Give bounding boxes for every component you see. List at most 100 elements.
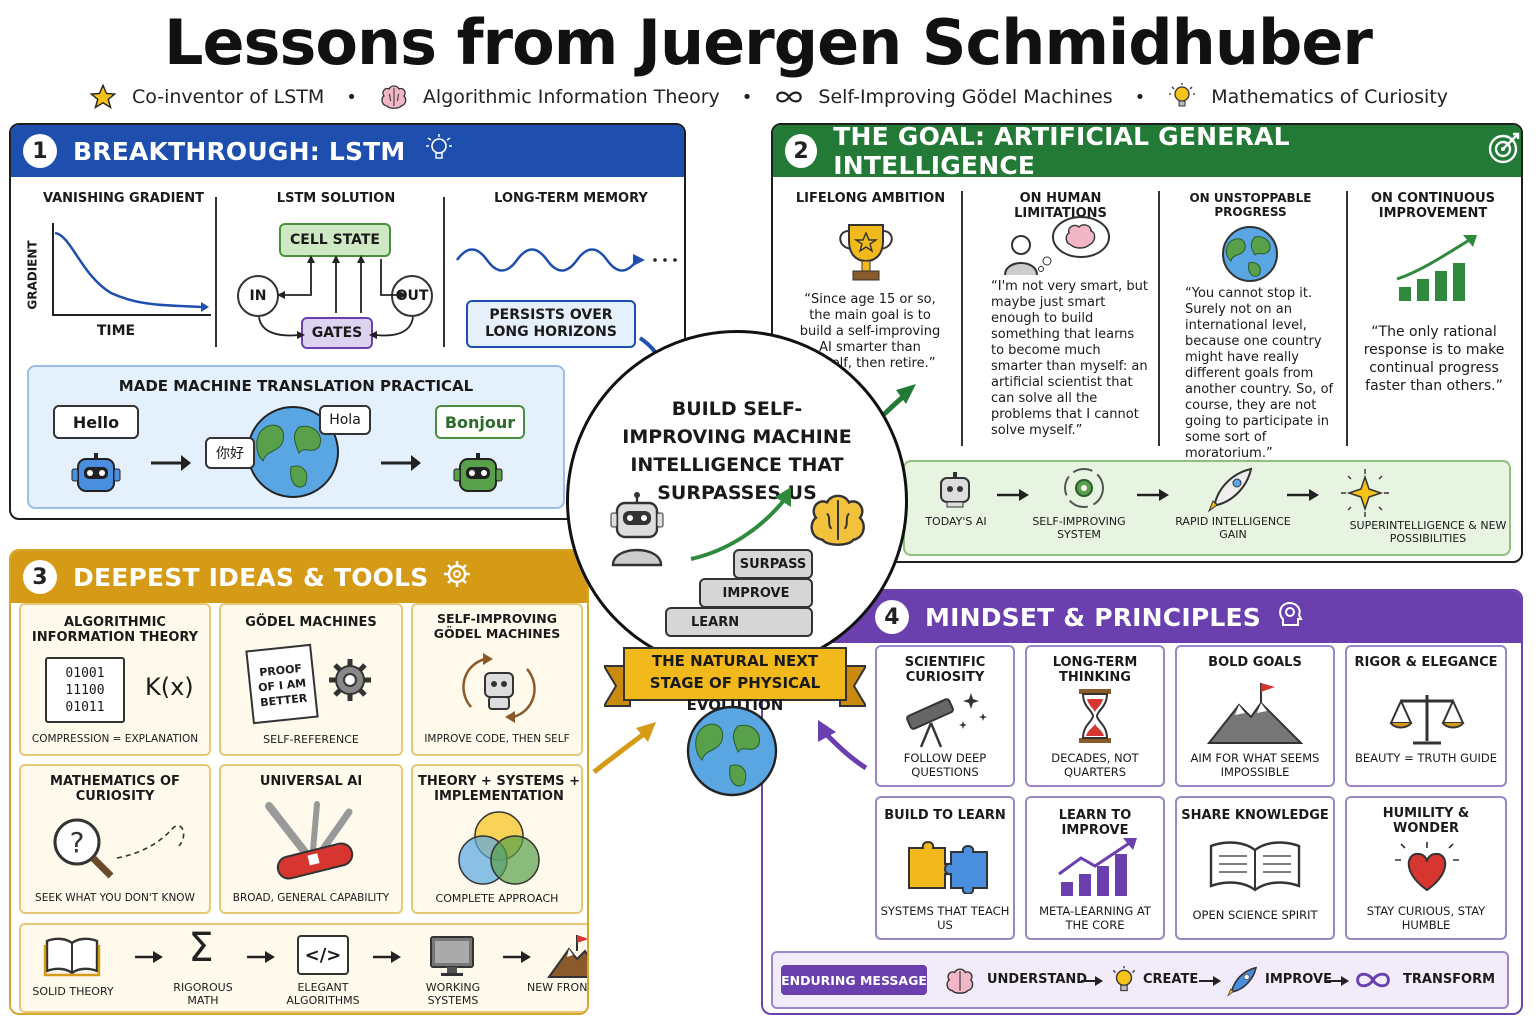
card-title: THEORY + SYSTEMS + IMPLEMENTATION bbox=[418, 774, 580, 804]
card-title: BUILD TO LEARN bbox=[884, 808, 1006, 823]
translation-title: MADE MACHINE TRANSLATION PRACTICAL bbox=[118, 377, 474, 395]
enduring-step: IMPROVE bbox=[1265, 972, 1332, 987]
robot-icon bbox=[451, 451, 505, 503]
persists-box: PERSISTS OVER LONG HORIZONS bbox=[466, 300, 636, 348]
card-title: SELF-IMPROVING GÖDEL MACHINES bbox=[433, 611, 561, 641]
heart-icon bbox=[1387, 840, 1467, 900]
svg-text:?: ? bbox=[70, 826, 85, 859]
infinity-icon bbox=[1353, 969, 1393, 995]
vanishing-gradient-chart bbox=[52, 223, 211, 316]
card-title: HUMILITY & WONDER bbox=[1382, 806, 1470, 836]
flow-step: SELF-IMPROVING SYSTEM bbox=[1032, 515, 1126, 541]
col-quote: “The only rational response is to make c… bbox=[1363, 324, 1505, 394]
card-caption: COMPRESSION = EXPLANATION bbox=[31, 733, 199, 745]
step-surpass: SURPASS bbox=[733, 549, 813, 579]
scales-icon bbox=[1387, 691, 1467, 751]
subtitle-item: Algorithmic Information Theory bbox=[422, 86, 720, 108]
trophy-icon bbox=[831, 219, 901, 289]
brain-icon bbox=[379, 82, 409, 112]
rocket-icon bbox=[1225, 965, 1259, 1001]
arrow-icon bbox=[503, 951, 531, 963]
gear-icon bbox=[442, 559, 472, 595]
card-title: GÖDEL MACHINES bbox=[245, 615, 377, 630]
magnifier-question-icon: ? bbox=[49, 814, 189, 890]
telescope-icon bbox=[901, 687, 991, 753]
panel-number: 1 bbox=[23, 134, 57, 168]
lightbulb-icon bbox=[424, 133, 454, 169]
arrow-icon bbox=[1327, 976, 1349, 986]
card-title: SCIENTIFIC CURIOSITY bbox=[904, 655, 986, 685]
cell-state-box: CELL STATE bbox=[279, 223, 391, 257]
panel-mindset-principles: 4 MINDSET & PRINCIPLES SCIENTIFIC CURIOS… bbox=[761, 589, 1523, 1015]
brain-icon bbox=[805, 489, 871, 555]
col-title: LIFELONG AMBITION bbox=[795, 191, 946, 206]
subtitle-separator: • bbox=[741, 86, 753, 108]
translation-box: MADE MACHINE TRANSLATION PRACTICAL Hello… bbox=[27, 365, 565, 509]
principle-card: LONG-TERM THINKING DECADES, NOT QUARTERS bbox=[1025, 645, 1165, 787]
bit-scroll: 01001 11100 01011 bbox=[45, 657, 125, 723]
col-quote: “I'm not very smart, but maybe just smar… bbox=[991, 279, 1148, 438]
gradient-axis-label: GRADIENT bbox=[26, 240, 41, 310]
card-caption: SELF-REFERENCE bbox=[263, 733, 359, 746]
code-icon: </> bbox=[297, 935, 349, 975]
arrow-icon bbox=[1081, 976, 1103, 986]
flow-step: NEW FRONTIERS bbox=[527, 981, 588, 994]
gates-box: GATES bbox=[301, 317, 373, 349]
subtitle-separator: • bbox=[346, 86, 357, 108]
proof-paper: PROOF OF I AM BETTER bbox=[245, 643, 319, 725]
page-title: Lessons from Juergen Schmidhuber bbox=[164, 6, 1373, 79]
idea-card: GÖDEL MACHINES PROOF OF I AM BETTER SELF… bbox=[219, 603, 403, 756]
center-goal-circle: BUILD SELF-IMPROVING MACHINE INTELLIGENC… bbox=[566, 330, 908, 672]
card-title: BOLD GOALS bbox=[1208, 655, 1302, 670]
col-title: ON CONTINUOUS IMPROVEMENT bbox=[1370, 191, 1496, 221]
hello-bubble: Hello bbox=[53, 405, 139, 439]
robot-icon bbox=[935, 470, 975, 514]
lightbulb-icon bbox=[1167, 82, 1197, 112]
principle-card: RIGOR & ELEGANCE BEAUTY = TRUTH GUIDE bbox=[1345, 645, 1507, 787]
growth-chart-icon bbox=[1391, 233, 1483, 309]
center-headline: BUILD SELF-IMPROVING MACHINE INTELLIGENC… bbox=[622, 398, 852, 504]
flow-step: RIGOROUS MATH bbox=[173, 981, 233, 1007]
card-title: UNIVERSAL AI bbox=[259, 774, 363, 789]
panel-number: 3 bbox=[23, 560, 57, 594]
hola-bubble: Hola bbox=[319, 405, 371, 435]
robot-icon bbox=[605, 491, 669, 571]
arrow-icon bbox=[1199, 976, 1221, 986]
principle-card: SHARE KNOWLEDGE OPEN SCIENCE SPIRIT bbox=[1175, 796, 1335, 940]
step-improve: IMPROVE bbox=[699, 578, 813, 608]
card-caption: SEEK WHAT YOU DON'T KNOW bbox=[35, 892, 195, 904]
evolution-banner: THE NATURAL NEXT STAGE OF PHYSICAL EVOLU… bbox=[604, 644, 866, 714]
arrow-icon bbox=[997, 489, 1029, 501]
divider bbox=[1346, 191, 1348, 446]
card-title: RIGOR & ELEGANCE bbox=[1354, 655, 1498, 670]
enduring-step: UNDERSTAND bbox=[987, 972, 1088, 987]
idea-card: MATHEMATICS OF CURIOSITY ? SEEK WHAT YOU… bbox=[19, 764, 211, 914]
arrow-icon bbox=[381, 455, 421, 471]
panel-title: THE GOAL: ARTIFICIAL GENERAL INTELLIGENC… bbox=[833, 123, 1290, 180]
arrow-icon bbox=[1287, 489, 1319, 501]
infinity-icon bbox=[774, 82, 804, 112]
person-thinking-icon bbox=[1003, 215, 1113, 281]
sparkle-star-icon bbox=[1341, 469, 1389, 521]
lightbulb-icon bbox=[1109, 965, 1139, 1001]
enduring-message-bar: ENDURING MESSAGE UNDERSTAND CREATE IMPRO… bbox=[771, 951, 1509, 1009]
card-title: MATHEMATICS OF CURIOSITY bbox=[50, 774, 180, 804]
cycle-gear-icon bbox=[1061, 465, 1107, 515]
head-gear-icon bbox=[1275, 599, 1305, 635]
long-term-memory-title: LONG-TERM MEMORY bbox=[494, 191, 648, 206]
card-caption: BROAD, GENERAL CAPABILITY bbox=[232, 892, 390, 904]
col-quote: “You cannot stop it. Surely not on an in… bbox=[1185, 286, 1334, 461]
arrow-icon bbox=[247, 951, 275, 963]
panel-title: MINDSET & PRINCIPLES bbox=[925, 602, 1261, 632]
divider bbox=[443, 197, 445, 347]
flow-step: WORKING SYSTEMS bbox=[425, 981, 481, 1007]
panel-deepest-ideas: 3 DEEPEST IDEAS & TOOLS ALGORITHMIC INFO… bbox=[9, 549, 589, 1015]
lstm-arrows bbox=[258, 255, 414, 339]
panel-breakthrough-lstm: 1 BREAKTHROUGH: LSTM VANISHING GRADIENT … bbox=[9, 123, 686, 520]
out-node: OUT bbox=[391, 275, 433, 317]
card-caption: AIM FOR WHAT SEEMS IMPOSSIBLE bbox=[1190, 751, 1320, 779]
principle-card: BOLD GOALS AIM FOR WHAT SEEMS IMPOSSIBLE bbox=[1175, 645, 1335, 787]
arrow-icon bbox=[151, 455, 191, 471]
panel-title: DEEPEST IDEAS & TOOLS bbox=[73, 562, 429, 592]
brain-icon bbox=[943, 967, 977, 999]
